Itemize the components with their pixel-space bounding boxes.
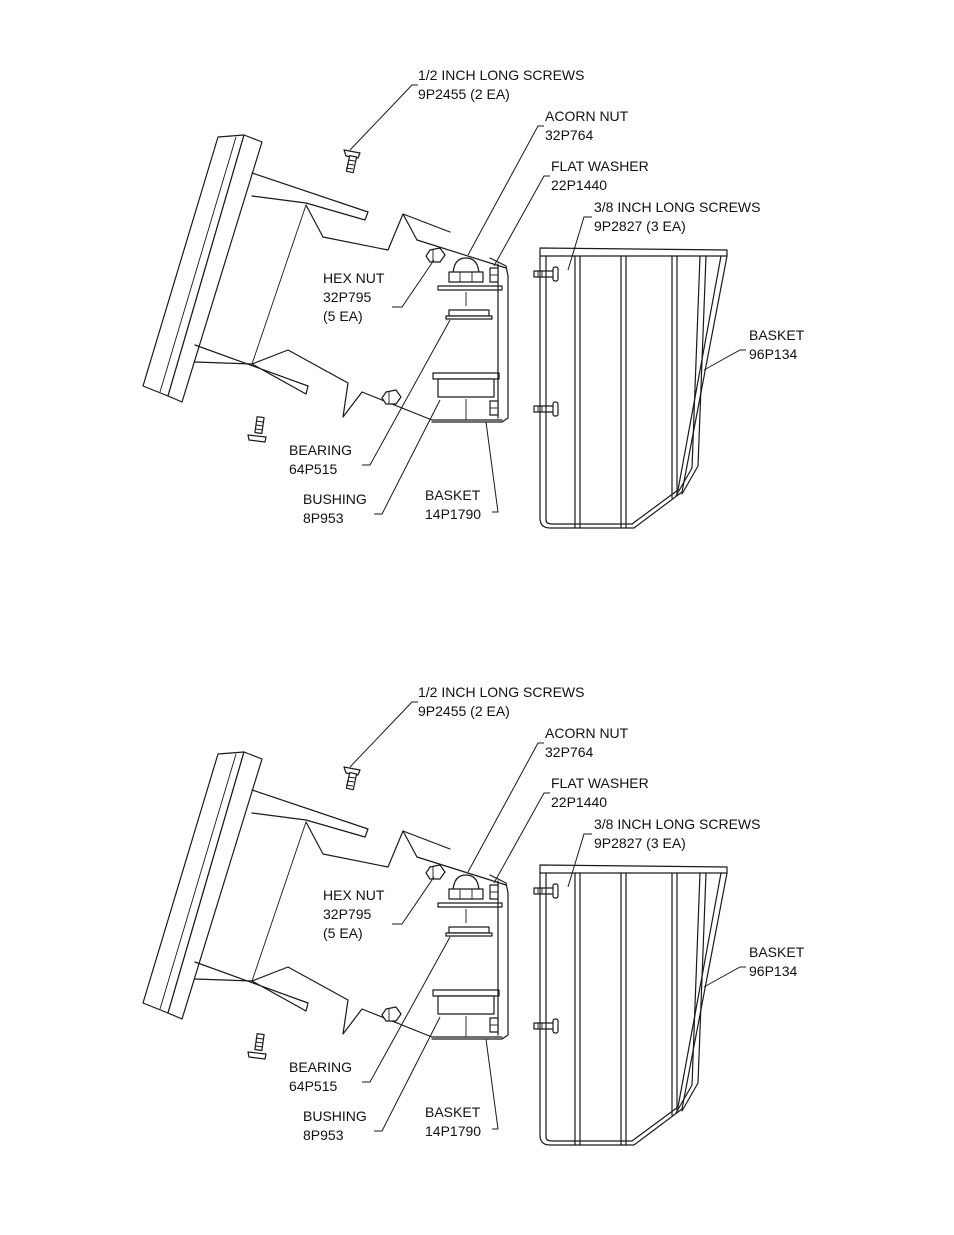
label-flat-washer: FLAT WASHER xyxy=(551,775,649,791)
label-flat-washer-part: 22P1440 xyxy=(551,177,607,193)
label-basket-wire-part: 96P134 xyxy=(749,346,797,362)
assembly-diagram-2: 1/2 INCH LONG SCREWS 9P2455 (2 EA) ACORN… xyxy=(142,684,805,1146)
label-hex-nut-qty: (5 EA) xyxy=(323,925,363,941)
label-basket-bracket-part: 14P1790 xyxy=(425,1123,481,1139)
label-three-eighths-screws-part: 9P2827 (3 EA) xyxy=(594,835,686,851)
label-basket-bracket-part: 14P1790 xyxy=(425,506,481,522)
label-hex-nut-part: 32P795 xyxy=(323,906,371,922)
label-half-inch-screws: 1/2 INCH LONG SCREWS xyxy=(418,67,584,83)
label-half-inch-screws-part: 9P2455 (2 EA) xyxy=(418,86,510,102)
label-bushing-part: 8P953 xyxy=(303,510,344,526)
label-basket-wire: BASKET xyxy=(749,944,805,960)
label-hex-nut-part: 32P795 xyxy=(323,289,371,305)
label-three-eighths-screws-part: 9P2827 (3 EA) xyxy=(594,218,686,234)
label-acorn-nut-part: 32P764 xyxy=(545,744,593,760)
label-flat-washer: FLAT WASHER xyxy=(551,158,649,174)
label-acorn-nut: ACORN NUT xyxy=(545,725,629,741)
label-basket-bracket: BASKET xyxy=(425,1104,481,1120)
labels-2: 1/2 INCH LONG SCREWS 9P2455 (2 EA) ACORN… xyxy=(289,684,805,1143)
label-basket-wire-part: 96P134 xyxy=(749,963,797,979)
label-bearing-part: 64P515 xyxy=(289,461,337,477)
label-flat-washer-part: 22P1440 xyxy=(551,794,607,810)
label-bushing-part: 8P953 xyxy=(303,1127,344,1143)
label-bearing-part: 64P515 xyxy=(289,1078,337,1094)
label-hex-nut-qty: (5 EA) xyxy=(323,308,363,324)
label-bearing: BEARING xyxy=(289,442,352,458)
label-three-eighths-screws: 3/8 INCH LONG SCREWS xyxy=(594,816,760,832)
label-hex-nut: HEX NUT xyxy=(323,270,385,286)
label-bearing: BEARING xyxy=(289,1059,352,1075)
assembly-diagram-1: 1/2 INCH LONG SCREWS 9P2455 (2 EA) ACORN… xyxy=(142,67,805,529)
label-bushing: BUSHING xyxy=(303,491,367,507)
labels-1: 1/2 INCH LONG SCREWS 9P2455 (2 EA) ACORN… xyxy=(289,67,805,526)
label-three-eighths-screws: 3/8 INCH LONG SCREWS xyxy=(594,199,760,215)
label-half-inch-screws: 1/2 INCH LONG SCREWS xyxy=(418,684,584,700)
label-basket-wire: BASKET xyxy=(749,327,805,343)
label-hex-nut: HEX NUT xyxy=(323,887,385,903)
label-bushing: BUSHING xyxy=(303,1108,367,1124)
label-half-inch-screws-part: 9P2455 (2 EA) xyxy=(418,703,510,719)
label-acorn-nut-part: 32P764 xyxy=(545,127,593,143)
label-basket-bracket: BASKET xyxy=(425,487,481,503)
label-acorn-nut: ACORN NUT xyxy=(545,108,629,124)
